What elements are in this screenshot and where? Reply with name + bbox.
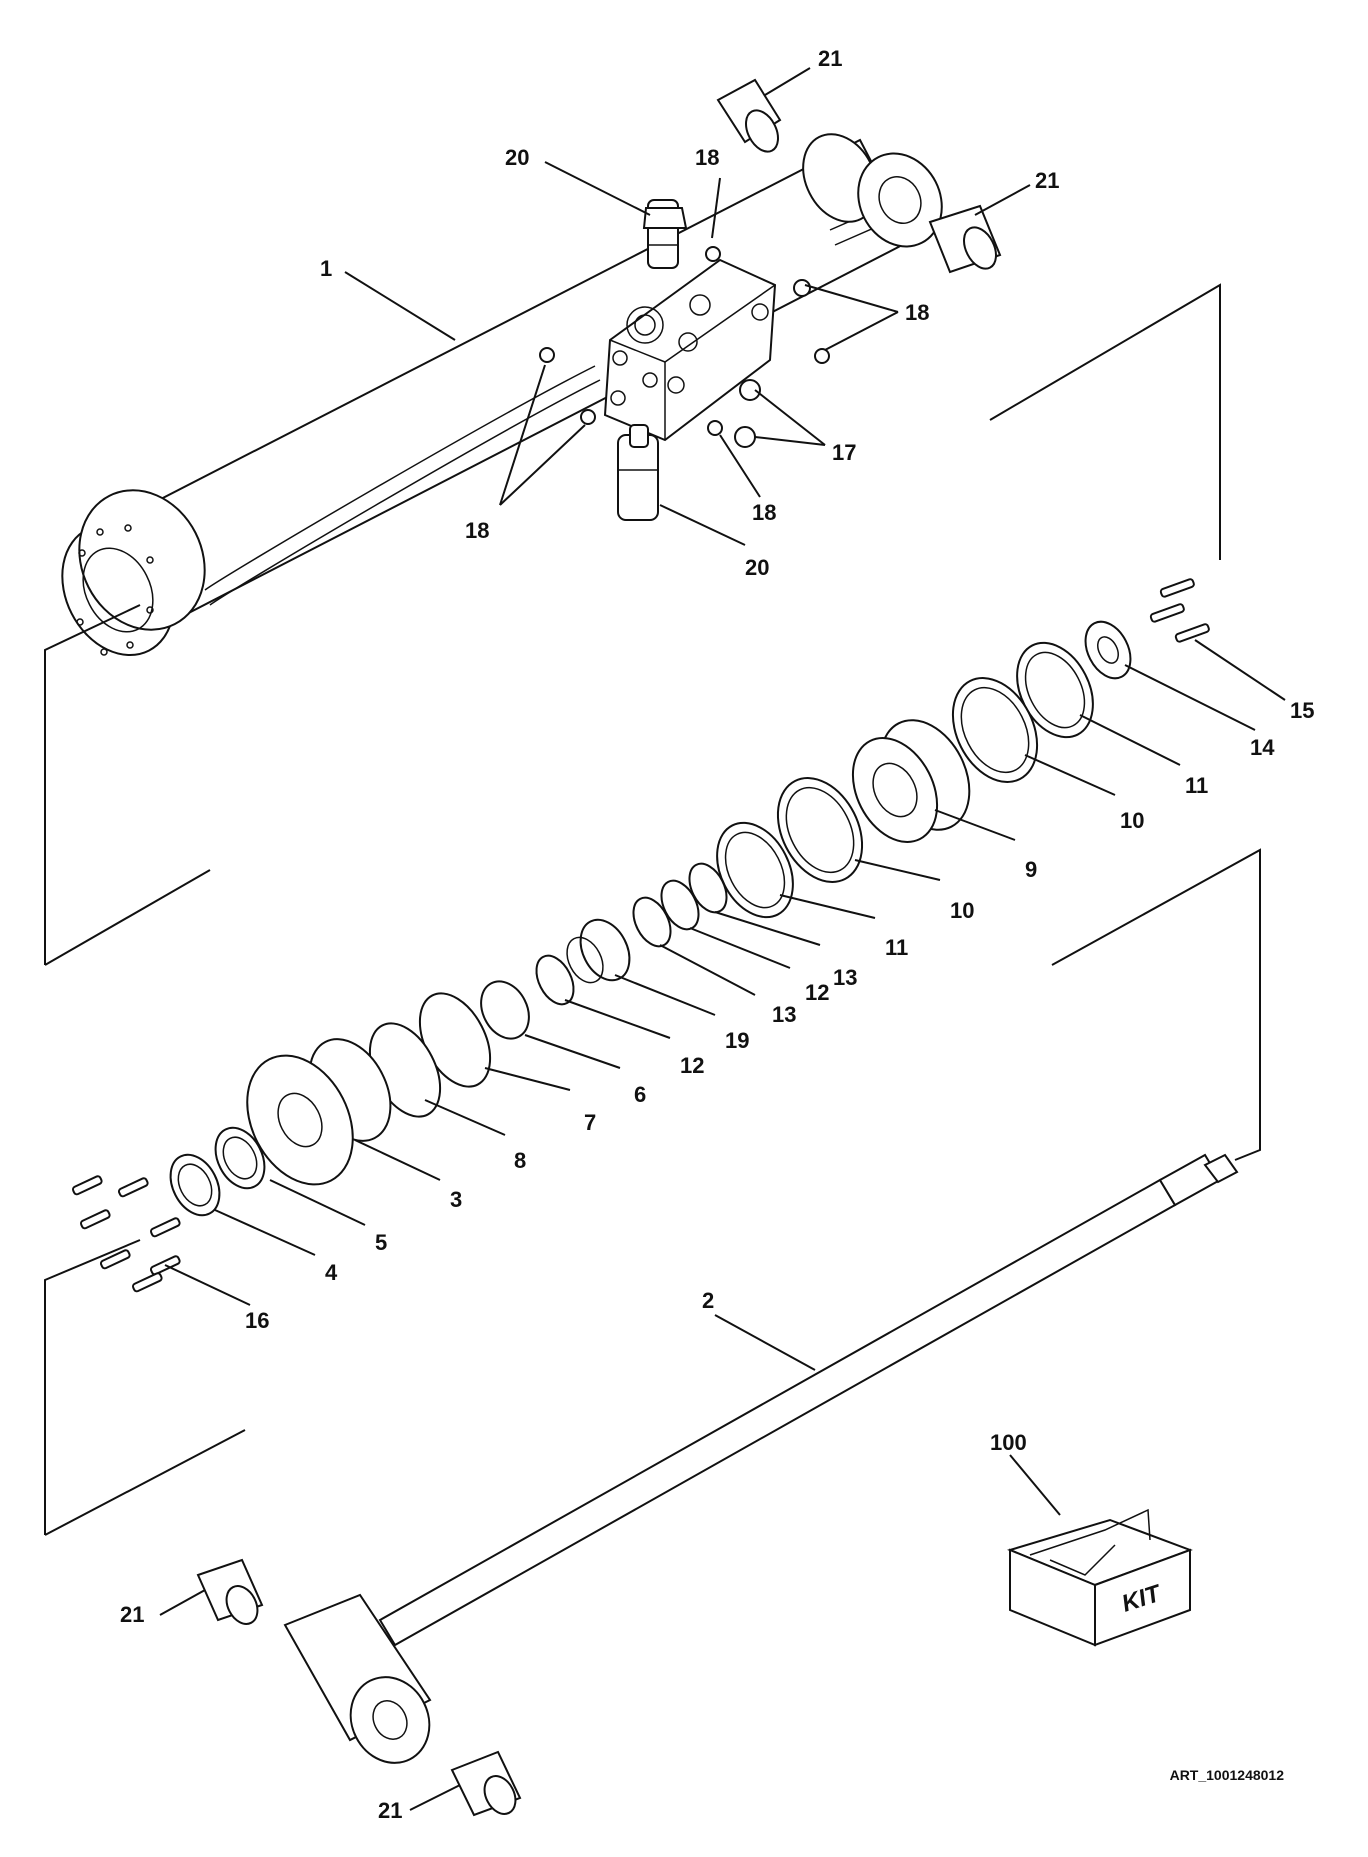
- callout-12: 12: [680, 1053, 704, 1078]
- callout-12: 12: [805, 980, 829, 1005]
- kit-box: KIT: [1007, 1508, 1193, 1647]
- callout-3: 3: [450, 1187, 462, 1212]
- callout-18: 18: [695, 145, 719, 170]
- piston-rod: [196, 1153, 1239, 1817]
- callout-10: 10: [950, 898, 974, 923]
- art-code: ART_1001248012: [1169, 1767, 1284, 1783]
- callout-labels: 21 21 20 18 1 18 17 18 18 20 15 14 11 10…: [120, 46, 1314, 1823]
- callout-4: 4: [325, 1260, 338, 1285]
- callout-14: 14: [1250, 735, 1275, 760]
- callout-13: 13: [833, 965, 857, 990]
- callout-18: 18: [465, 518, 489, 543]
- callout-10: 10: [1120, 808, 1144, 833]
- valve-block: [603, 258, 777, 442]
- callout-11: 11: [1185, 773, 1208, 798]
- callout-1: 1: [320, 256, 332, 281]
- callout-6: 6: [634, 1082, 646, 1107]
- callout-21: 21: [818, 46, 842, 71]
- callout-15: 15: [1290, 698, 1314, 723]
- cartridge-valve-lower: [617, 424, 659, 521]
- callout-21: 21: [1035, 168, 1059, 193]
- plugs: [539, 246, 830, 448]
- callout-8: 8: [514, 1148, 526, 1173]
- callout-11: 11: [885, 935, 908, 960]
- callout-18: 18: [905, 300, 929, 325]
- cylinder-barrel: [61, 133, 943, 657]
- callout-18: 18: [752, 500, 776, 525]
- callout-5: 5: [375, 1230, 387, 1255]
- cartridge-valve-upper: [642, 199, 688, 269]
- callout-20: 20: [745, 555, 769, 580]
- seal-stack: [71, 578, 1210, 1293]
- leader-lines: [159, 67, 1286, 1811]
- callout-2: 2: [702, 1288, 714, 1313]
- callout-7: 7: [584, 1110, 596, 1135]
- assembly-guides: [44, 283, 1261, 1536]
- callout-21: 21: [120, 1602, 144, 1627]
- callout-21: 21: [378, 1798, 402, 1823]
- callout-100: 100: [990, 1430, 1027, 1455]
- callout-16: 16: [245, 1308, 269, 1333]
- callout-17: 17: [832, 440, 856, 465]
- callout-13: 13: [772, 1002, 796, 1027]
- callout-19: 19: [725, 1028, 749, 1053]
- callout-20: 20: [505, 145, 529, 170]
- callout-9: 9: [1025, 857, 1037, 882]
- pins-top: [716, 78, 1002, 274]
